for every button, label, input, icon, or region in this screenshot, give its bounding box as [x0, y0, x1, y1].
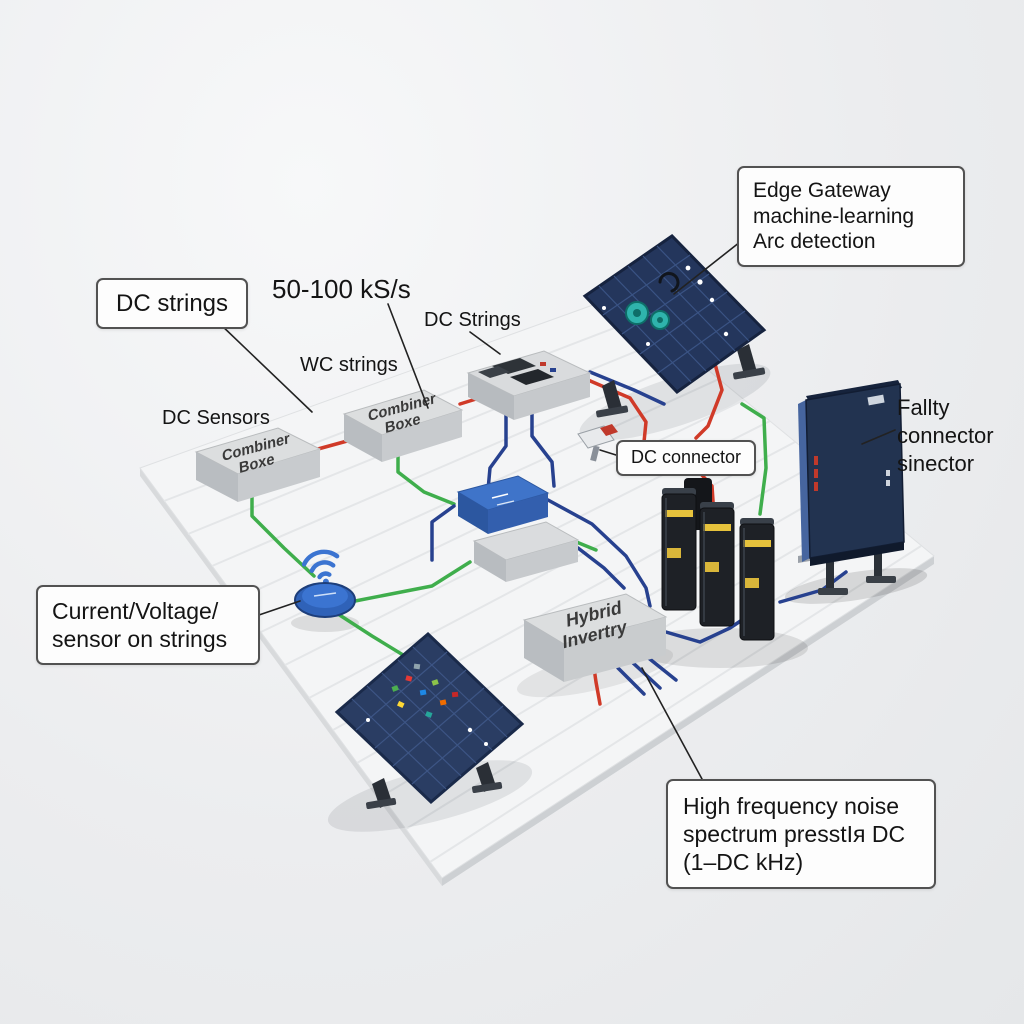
arc-detection-icon	[625, 301, 670, 330]
panel-speckles	[391, 663, 459, 718]
edge-gateway-callout: Edge Gateway machine-learning Arc detect…	[737, 166, 965, 267]
wc-strings-label: WC strings	[300, 354, 398, 376]
dc-sensors-label: DC Sensors	[162, 407, 270, 429]
faulty-line2: connector	[897, 423, 994, 449]
faulty-line1: Fallty	[897, 395, 950, 420]
current-voltage-callout: Current/Voltage/ sensor on strings	[36, 585, 260, 666]
edge-gateway-line2: machine-learning	[753, 204, 915, 228]
high-frequency-line3: (1–DC kHz)	[683, 849, 804, 876]
high-frequency-line1: High frequency noise	[683, 793, 900, 819]
arc-mark-icon	[658, 272, 680, 293]
dc-strings-mid-label: DC Strings	[424, 309, 521, 331]
battery-bank	[661, 478, 775, 641]
blue-controller-box	[456, 475, 550, 534]
edge-gateway-line1: Edge Gateway	[753, 179, 891, 202]
combiner-box-2: Combiner Boxe	[342, 389, 464, 462]
battery-2	[699, 502, 735, 627]
high-frequency-line2: spectrum presstIя DC	[683, 821, 906, 848]
dc-strings-callout-text: DC strings	[116, 290, 229, 317]
panel-dots	[366, 718, 488, 746]
current-voltage-line2: sensor on strings	[52, 626, 228, 653]
dc-strings-module-box	[466, 350, 592, 420]
dc-connector-callout: DC connector	[616, 440, 757, 476]
edge-gateway-panel	[582, 234, 767, 418]
battery-3	[739, 518, 775, 641]
high-frequency-callout: High frequency noise spectrum presstIя D…	[666, 779, 936, 890]
combiner-box-1: Combiner Boxe	[194, 427, 322, 502]
current-voltage-line1: Current/Voltage/	[52, 598, 219, 624]
panel-dots	[602, 265, 729, 346]
faulty-connector-device	[798, 380, 905, 595]
string-solar-panel	[334, 631, 525, 810]
gray-junction-box	[472, 521, 580, 582]
sample-rate-label: 50-100 kS/s	[272, 274, 411, 304]
panel-grid	[351, 646, 508, 790]
wifi-icon	[301, 549, 340, 585]
dc-connector-part	[577, 424, 618, 462]
leader-lines	[217, 241, 896, 780]
device-white-marks	[886, 470, 890, 486]
dc-strings-callout: DC strings	[96, 278, 249, 330]
battery-1	[661, 488, 697, 611]
faulty-line3: sinector	[897, 451, 975, 477]
string-sensor	[294, 549, 356, 618]
faulty-connector-label: Fallty connector sinector	[897, 394, 994, 478]
edge-gateway-line3: Arc detection	[753, 230, 876, 254]
dc-connector-callout-text: DC connector	[631, 447, 742, 467]
device-red-marks	[814, 456, 818, 491]
